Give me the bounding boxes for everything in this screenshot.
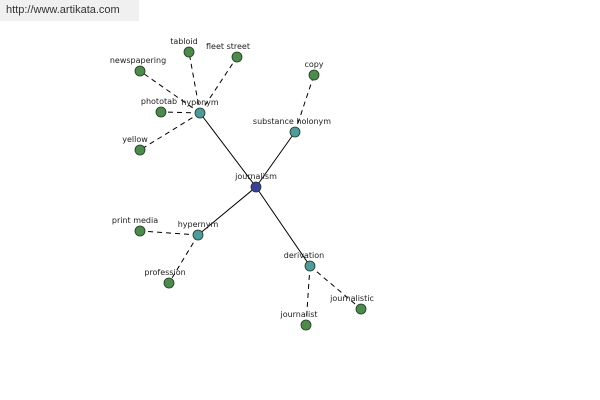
node-print-media[interactable]: print media xyxy=(112,216,158,237)
node-yellow[interactable]: yellow xyxy=(122,135,148,156)
node-label-hypernym: hypernym xyxy=(178,220,219,229)
node-tabloid[interactable]: tabloid xyxy=(170,37,198,58)
edge-journalism-hyponym xyxy=(199,112,257,188)
node-label-journalism: journalism xyxy=(234,172,277,181)
edge-hypernym-print-media xyxy=(139,230,199,236)
node-label-print-media: print media xyxy=(112,216,158,225)
graph-nodes: journalism hyponym substance holonym hypern… xyxy=(110,37,374,331)
watermark-box: http://www.artikata.com xyxy=(0,0,139,21)
node-newspapering[interactable]: newspapering xyxy=(110,56,166,77)
edge-hyponym-fleet-street xyxy=(199,56,238,114)
node-label-copy: copy xyxy=(304,60,323,69)
node-marker-derivation[interactable] xyxy=(304,260,316,272)
node-marker-profession[interactable] xyxy=(163,277,175,289)
edge-hyponym-yellow xyxy=(139,112,201,151)
edge-hyponym-newspapering xyxy=(139,70,201,114)
graph-edges xyxy=(139,51,362,326)
node-label-newspapering: newspapering xyxy=(110,56,166,65)
node-marker-print-media[interactable] xyxy=(134,225,146,237)
node-derivation[interactable]: derivation xyxy=(284,251,324,272)
watermark-url: http://www.artikata.com xyxy=(6,4,120,16)
node-marker-newspapering[interactable] xyxy=(134,65,146,77)
node-journalism[interactable]: journalism xyxy=(234,172,277,193)
node-hypernym[interactable]: hypernym xyxy=(178,220,219,241)
node-copy[interactable]: copy xyxy=(304,60,324,81)
node-label-yellow: yellow xyxy=(122,135,148,144)
node-label-journalistic: journalistic xyxy=(329,294,374,303)
node-label-phototab: phototab xyxy=(141,97,177,106)
node-label-hyponym: hyponym xyxy=(181,98,219,107)
edge-hyponym-tabloid xyxy=(188,51,201,114)
node-marker-yellow[interactable] xyxy=(134,144,146,156)
node-marker-journalism[interactable] xyxy=(250,181,262,193)
edge-journalism-derivation xyxy=(255,186,311,267)
node-marker-journalist[interactable] xyxy=(300,319,312,331)
edge-journalism-substance-holonym xyxy=(255,131,296,188)
node-label-profession: profession xyxy=(144,268,185,277)
node-journalistic[interactable]: journalistic xyxy=(329,294,374,315)
edge-hypernym-profession xyxy=(168,234,199,284)
node-substance-holonym[interactable]: substance holonym xyxy=(253,117,331,138)
node-marker-copy[interactable] xyxy=(308,69,320,81)
edge-derivation-journalistic xyxy=(309,265,362,310)
node-label-journalist: journalist xyxy=(279,310,317,319)
node-phototab[interactable]: phototab xyxy=(141,97,177,118)
node-marker-fleet-street[interactable] xyxy=(231,51,243,63)
edge-substance-holonym-copy xyxy=(294,74,315,133)
node-journalist[interactable]: journalist xyxy=(279,310,318,331)
node-label-tabloid: tabloid xyxy=(170,37,198,46)
node-hyponym[interactable]: hyponym xyxy=(181,98,219,119)
node-fleet-street[interactable]: fleet street xyxy=(206,42,250,63)
node-marker-journalistic[interactable] xyxy=(355,303,367,315)
node-marker-tabloid[interactable] xyxy=(183,46,195,58)
node-marker-hyponym[interactable] xyxy=(194,107,206,119)
edge-hyponym-phototab xyxy=(160,111,201,114)
node-marker-hypernym[interactable] xyxy=(192,229,204,241)
node-label-fleet-street: fleet street xyxy=(206,42,250,51)
node-marker-substance-holonym[interactable] xyxy=(289,126,301,138)
node-marker-phototab[interactable] xyxy=(155,106,167,118)
edge-journalism-hypernym xyxy=(197,186,257,236)
node-label-derivation: derivation xyxy=(284,251,324,260)
node-label-substance-holonym: substance holonym xyxy=(253,117,331,126)
node-profession[interactable]: profession xyxy=(144,268,186,289)
edge-derivation-journalist xyxy=(305,265,311,326)
